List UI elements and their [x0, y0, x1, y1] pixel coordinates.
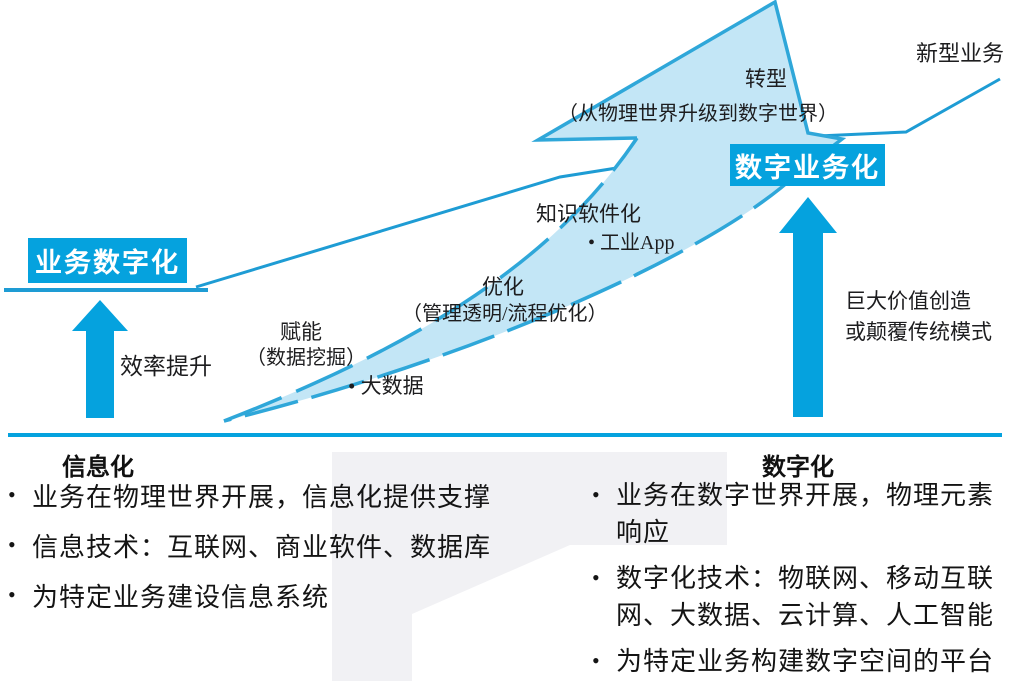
left-stage-box-label: 业务数字化 [35, 248, 180, 278]
digitalization-bullet-list: • 业务在数字世界开展，物理元素 响应 • 数字化技术：物联网、移动互联 网、大… [592, 477, 1012, 681]
left-up-arrow [72, 300, 128, 418]
growth-band-top-edge [223, 137, 639, 423]
bullet-icon: • [592, 565, 601, 590]
bullet-icon: • [592, 482, 601, 507]
value-creation-line2: 或颠覆传统模式 [845, 320, 992, 344]
left-stage-box: 业务数字化 [28, 238, 187, 283]
list-item-text: 网、大数据、云计算、人工智能 [616, 601, 995, 630]
list-item-text: 业务在物理世界开展，信息化提供支撑 [32, 483, 492, 512]
right-stage-box-label: 数字业务化 [735, 152, 880, 183]
bullet-icon: • [8, 582, 17, 607]
informatization-bullet-list: • 业务在物理世界开展，信息化提供支撑 • 信息技术：互联网、商业软件、数据库 … [8, 477, 548, 627]
digitalization-heading: 数字化 [762, 454, 834, 481]
transform-sublabel: （从物理世界升级到数字世界） [558, 103, 838, 125]
transform-label: 转型 [745, 67, 787, 91]
right-up-arrow [779, 197, 837, 417]
efficiency-label: 效率提升 [120, 354, 212, 379]
optimize-label: 优化 [482, 275, 524, 299]
new-business-label: 新型业务 [916, 41, 1005, 66]
bullet-icon: • [8, 482, 17, 507]
big-data-item: • 大数据 [348, 374, 424, 398]
watermark-panel [332, 452, 727, 681]
list-item-text: 为特定业务建设信息系统 [32, 583, 330, 612]
value-creation-label: 巨大价值创造 或颠覆传统模式 [845, 286, 992, 348]
growth-band-arrow-fill [224, 2, 842, 421]
list-item: • 数字化技术：物联网、移动互联 网、大数据、云计算、人工智能 [592, 560, 1012, 634]
list-item: • 为特定业务建设信息系统 [8, 577, 548, 618]
bullet-icon: • [592, 648, 601, 673]
value-creation-line1: 巨大价值创造 [845, 289, 971, 313]
list-item-text: 为特定业务构建数字空间的平台 [616, 647, 995, 676]
industrial-app-item: • 工业App [588, 232, 675, 254]
growth-band-bottom-edge [223, 172, 799, 423]
list-item-text: 信息技术：互联网、商业软件、数据库 [32, 533, 492, 562]
empower-sublabel: （数据挖掘） [246, 347, 366, 369]
bullet-icon: • [8, 532, 17, 557]
list-item: • 信息技术：互联网、商业软件、数据库 [8, 527, 548, 568]
list-item: • 业务在数字世界开展，物理元素 响应 [592, 477, 1012, 551]
list-item-text: 业务在数字世界开展，物理元素 [616, 481, 995, 510]
list-item-text: 响应 [616, 518, 671, 547]
right-stage-box: 数字业务化 [730, 144, 885, 186]
list-item: • 业务在物理世界开展，信息化提供支撑 [8, 477, 548, 518]
optimize-sublabel: （管理透明/流程优化） [402, 303, 608, 325]
informatization-heading: 信息化 [62, 454, 134, 481]
list-item: • 为特定业务构建数字空间的平台 [592, 643, 1012, 680]
list-item-text: 数字化技术：物联网、移动互联 [616, 564, 995, 593]
empower-label: 赋能 [280, 320, 322, 344]
knowledge-software-label: 知识软件化 [536, 202, 641, 226]
